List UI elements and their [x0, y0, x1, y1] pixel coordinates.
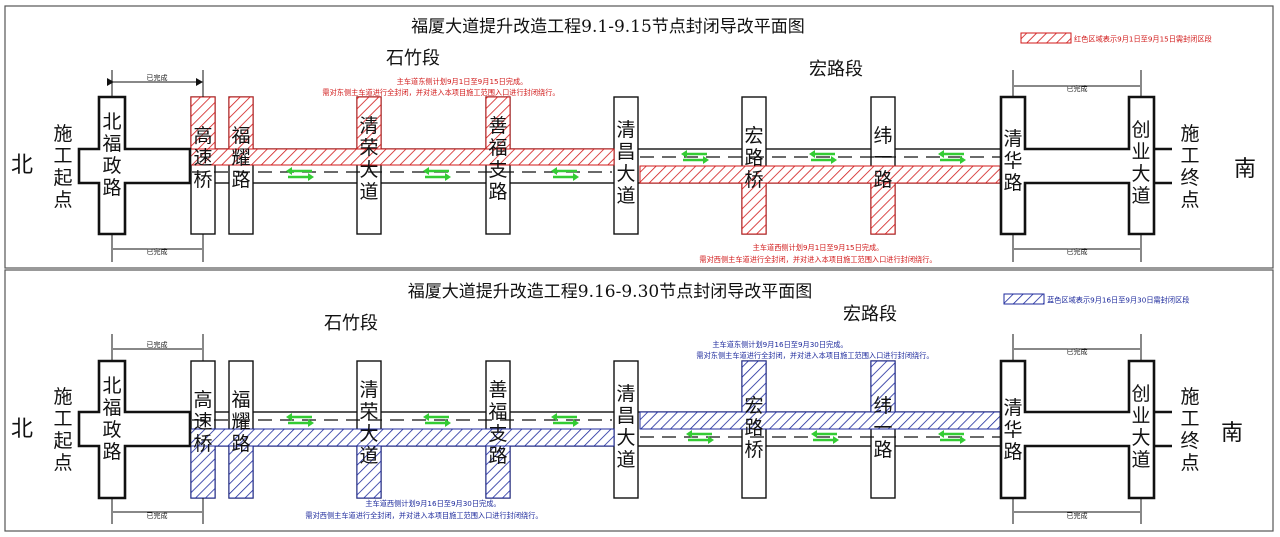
road-label: 宏路桥 — [744, 395, 763, 461]
road-label: 清华路 — [1003, 397, 1022, 463]
svg-text:已完成: 已完成 — [147, 73, 168, 82]
svg-text:已完成: 已完成 — [1067, 247, 1088, 256]
svg-text:已完成: 已完成 — [147, 247, 168, 256]
legend-text: 红色区域表示9月1日至9月15日需封闭区段 — [1074, 35, 1212, 44]
closure-note-east-detail: 需对东侧主车道进行全封闭，并对进入本项目施工范围入口进行封闭绕行。 — [696, 351, 933, 360]
closure-note-east: 主车道东侧计划9月16日至9月30日完成。 — [712, 340, 847, 349]
road-label: 清昌大道 — [616, 383, 635, 471]
north-label: 北 — [11, 417, 33, 442]
panel-frame — [4, 269, 1274, 532]
road-label: 高速桥 — [193, 125, 212, 191]
junction-beifuzhenglu — [77, 95, 192, 236]
closure-note-west-detail: 需对西侧主车道进行全封闭，并对进入本项目施工范围入口进行封闭绕行。 — [699, 255, 936, 264]
junction-beifuzhenglu — [77, 359, 192, 500]
two-way-arrow-icon — [811, 430, 839, 444]
road-label: 清华路 — [1003, 128, 1022, 194]
two-way-arrow-icon — [681, 150, 709, 164]
road-label: 高速桥 — [193, 389, 212, 455]
road-label: 宏路桥 — [744, 125, 763, 191]
road-label: 清荣大道 — [359, 379, 378, 467]
closure-zones-red — [189, 96, 1001, 235]
svg-text:已完成: 已完成 — [147, 511, 168, 520]
panel-frame — [4, 5, 1274, 269]
two-way-arrow-icon — [551, 167, 579, 181]
legend-swatch-blue — [1003, 293, 1045, 305]
south-label: 南 — [1221, 421, 1243, 446]
road-label: 清荣大道 — [359, 115, 378, 203]
closure-note-east: 主车道东侧计划9月1日至9月15日完成。 — [397, 77, 528, 86]
start-label: 施工起点 — [53, 386, 72, 474]
south-label: 南 — [1234, 157, 1256, 182]
road-label: 福耀路 — [231, 389, 250, 455]
two-way-arrow-icon — [423, 167, 451, 181]
panel-sept-1-15: 福厦大道提升改造工程9.1-9.15节点封闭导改平面图 红色区域表示9月1日至9… — [4, 5, 1274, 269]
road-labels: 北福政路 高速桥 福耀路 清荣大道 善福支路 清昌大道 宏路桥 纬一路 清华路 … — [53, 111, 1199, 211]
two-way-arrow-icon — [686, 430, 714, 444]
road-block-qingchangdadao — [613, 360, 639, 499]
north-label: 北 — [11, 153, 33, 178]
legend-text: 蓝色区域表示9月16日至9月30日需封闭区段 — [1047, 296, 1189, 305]
segment-label-honglu: 宏路段 — [843, 304, 897, 325]
two-way-arrow-icon — [938, 150, 966, 164]
road-label: 善福支路 — [488, 115, 507, 203]
road-label: 北福政路 — [102, 111, 121, 199]
end-label: 施工终点 — [1180, 123, 1199, 211]
segment-label-shizhu: 石竹段 — [324, 313, 378, 334]
two-way-arrow-icon — [286, 167, 314, 181]
road-label: 北福政路 — [102, 375, 121, 463]
closure-note-west-detail: 需对西侧主车道进行全封闭，并对进入本项目施工范围入口进行封闭绕行。 — [305, 511, 542, 520]
completed-markers: 已完成 已完成 已完成 已完成 — [111, 334, 1142, 524]
closure-note-east-detail: 需对东侧主车道进行全封闭，并对进入本项目施工范围入口进行封闭绕行。 — [322, 88, 559, 97]
svg-text:已完成: 已完成 — [1067, 347, 1088, 356]
road-label: 福耀路 — [231, 125, 250, 191]
legend: 红色区域表示9月1日至9月15日需封闭区段 — [1020, 32, 1212, 44]
traffic-arrows — [286, 150, 966, 181]
legend: 蓝色区域表示9月16日至9月30日需封闭区段 — [1003, 293, 1189, 305]
closure-zones-blue — [189, 360, 1001, 499]
segment-label-honglu: 宏路段 — [809, 59, 863, 80]
segment-label-shizhu: 石竹段 — [386, 48, 440, 69]
road-block-qingchangdadao — [613, 96, 639, 235]
road-label: 善福支路 — [488, 379, 507, 467]
two-way-arrow-icon — [423, 413, 451, 427]
two-way-arrow-icon — [938, 430, 966, 444]
junction-qinghualu-chuangye — [999, 95, 1156, 236]
road-label: 创业大道 — [1131, 383, 1150, 471]
start-label: 施工起点 — [53, 123, 72, 211]
completed-markers: 已完成 已完成 已完成 已完成 — [107, 70, 1142, 262]
road-label: 清昌大道 — [616, 119, 635, 207]
panel-title: 福厦大道提升改造工程9.16-9.30节点封闭导改平面图 — [408, 282, 812, 302]
road-label: 纬一路 — [873, 125, 892, 191]
junction-qinghualu-chuangye — [999, 359, 1156, 500]
two-way-arrow-icon — [286, 413, 314, 427]
road-label: 创业大道 — [1131, 119, 1150, 207]
svg-text:已完成: 已完成 — [147, 340, 168, 349]
road-labels: 北福政路 高速桥 福耀路 清荣大道 善福支路 清昌大道 宏路桥 纬一路 清华路 … — [53, 375, 1199, 474]
svg-text:已完成: 已完成 — [1067, 511, 1088, 520]
svg-text:已完成: 已完成 — [1067, 84, 1088, 93]
panel-title: 福厦大道提升改造工程9.1-9.15节点封闭导改平面图 — [411, 17, 805, 37]
closure-note-west: 主车道西侧计划9月1日至9月15日完成。 — [753, 243, 884, 252]
two-way-arrow-icon — [551, 413, 579, 427]
panel-sept-16-30: 福厦大道提升改造工程9.16-9.30节点封闭导改平面图 蓝色区域表示9月16日… — [4, 269, 1274, 532]
road-label: 纬一路 — [873, 395, 892, 461]
end-label: 施工终点 — [1180, 386, 1199, 474]
legend-swatch-red — [1020, 32, 1072, 44]
closure-note-west: 主车道西侧计划9月16日至9月30日完成。 — [365, 499, 500, 508]
two-way-arrow-icon — [809, 150, 837, 164]
traffic-arrows — [286, 413, 966, 444]
